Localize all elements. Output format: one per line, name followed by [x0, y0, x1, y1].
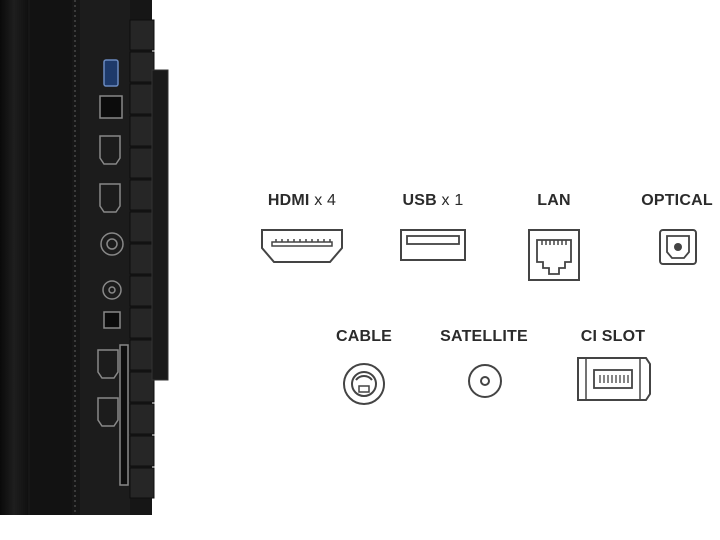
ci-slot-card-icon — [577, 357, 651, 401]
port-label-optical: OPTICAL — [641, 192, 713, 209]
tv-side-panel-image — [0, 0, 169, 515]
port-label-ci-slot: CI SLOT — [580, 328, 646, 345]
coax-cable-icon — [343, 363, 385, 405]
port-label-usb: USB x 1 — [402, 192, 464, 209]
hdmi-icon — [261, 229, 343, 263]
port-label-satellite: SATELLITE — [440, 328, 528, 345]
port-label-cable: CABLE — [335, 328, 393, 345]
port-label-lan: LAN — [537, 192, 571, 209]
lan-icon — [528, 229, 580, 281]
usb-icon — [400, 229, 466, 261]
port-label-hdmi: HDMI x 4 — [267, 192, 337, 209]
satellite-f-connector-icon — [468, 364, 502, 398]
optical-icon — [659, 229, 697, 265]
